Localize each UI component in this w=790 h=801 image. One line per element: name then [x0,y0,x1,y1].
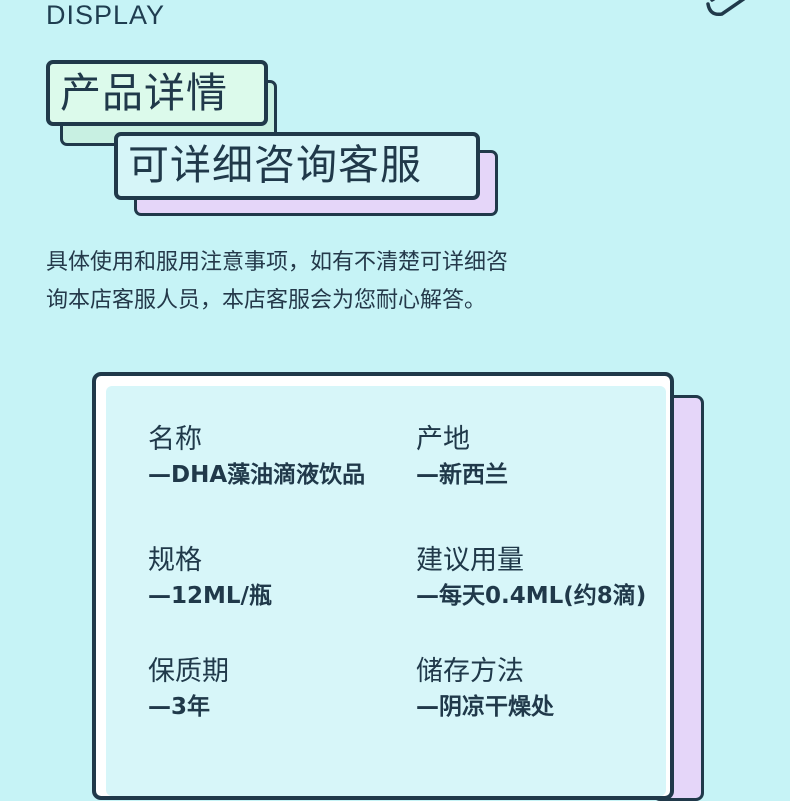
info-label: 产地 [416,424,470,455]
pencil-icon [706,0,746,17]
consult-service-title: 可详细咨询客服 [114,132,480,200]
intro-line-2: 询本店客服人员，本店客服会为您耐心解答。 [46,288,487,313]
info-value: —12ML/瓶 [148,583,272,609]
product-details-title: 产品详情 [46,60,268,126]
info-value: —每天0.4ML(约8滴) [416,583,647,609]
info-label: 规格 [148,545,202,576]
display-label: DISPLAY [46,0,166,30]
info-item-name: 名称 —DHA藻油滴液饮品 [148,424,365,490]
info-label: 名称 [148,424,202,455]
info-item-shelf-life: 保质期 —3年 [148,656,229,722]
info-value: —DHA藻油滴液饮品 [148,462,366,488]
info-item-storage: 储存方法 —阴凉干燥处 [416,656,554,722]
info-label: 储存方法 [416,656,524,687]
info-item-dosage: 建议用量 —每天0.4ML(约8滴) [416,545,646,611]
intro-paragraph: 具体使用和服用注意事项，如有不清楚可详细咨 询本店客服人员，本店客服会为您耐心解… [46,244,646,320]
info-item-origin: 产地 —新西兰 [416,424,508,490]
info-card: 名称 —DHA藻油滴液饮品 产地 —新西兰 规格 —12ML/瓶 建议用量 —每… [92,372,674,800]
info-value: —3年 [148,694,211,720]
info-label: 保质期 [148,656,229,687]
info-item-spec: 规格 —12ML/瓶 [148,545,272,611]
intro-line-1: 具体使用和服用注意事项，如有不清楚可详细咨 [46,250,509,275]
info-value: —阴凉干燥处 [416,694,554,720]
info-label: 建议用量 [416,545,524,576]
info-card-inner: 名称 —DHA藻油滴液饮品 产地 —新西兰 规格 —12ML/瓶 建议用量 —每… [106,386,666,796]
info-value: —新西兰 [416,462,508,488]
